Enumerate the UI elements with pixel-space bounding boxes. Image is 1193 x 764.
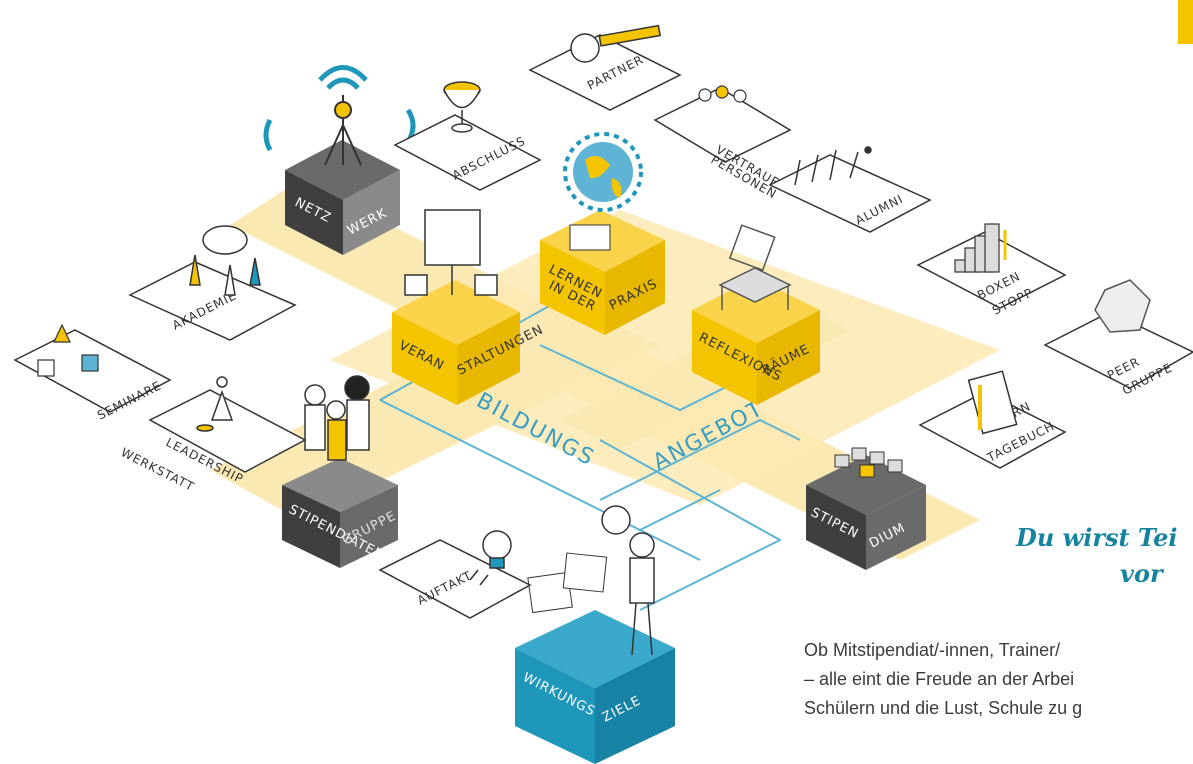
accent-tab [1178, 0, 1193, 44]
cube-ziele: WIRKUNGS ZIELE [515, 505, 675, 764]
stairs-icon [954, 223, 1007, 273]
body-line1: Ob Mitstipendiat/-innen, Trainer/ [804, 640, 1061, 660]
headline: Du wirst Tei vor [1016, 520, 1193, 592]
hexagon-icon [1094, 279, 1151, 333]
trophy-icon [443, 81, 481, 133]
body-line2: – alle eint die Freude an der Arbei [804, 669, 1075, 689]
hands-icon [794, 146, 872, 186]
building-icon [569, 224, 611, 251]
globe-icon [563, 132, 643, 212]
thought-cloud-icon [189, 225, 261, 296]
cube-veranstaltungen: VERAN STALTUNGEN [392, 209, 546, 405]
cube-stipendium: STIPEN DIUM [806, 447, 926, 570]
cube-netzwerk: NETZ WERK [263, 65, 416, 255]
headline-line1: Du wirst Tei [1016, 523, 1178, 552]
people-group-icon [304, 375, 370, 461]
card-abschluss: ABSCHLUSS [393, 81, 542, 191]
card-peergruppe: PEER GRUPPE [1043, 279, 1193, 398]
headline-line2: vor [1120, 559, 1163, 588]
card-partner: PARTNER [528, 24, 682, 111]
notebook-icon [967, 370, 1018, 435]
key-icon [570, 24, 661, 63]
cube-reflexion: REFLEXIONS RÄUME [692, 224, 820, 405]
table-chairs-icon [718, 224, 792, 310]
lightbulb-icon [469, 530, 512, 586]
network-cubes-icon [37, 323, 99, 377]
card-alumni: ALUMNI [768, 146, 932, 233]
card-boxenstopp: BOXEN STOPP [916, 223, 1067, 318]
person-thinking-icon [601, 505, 655, 656]
chess-piece-icon [196, 376, 234, 432]
figures-icon [698, 85, 747, 103]
card-seminare: SEMINARE [13, 323, 172, 423]
card-lerntagebuch: LERN TAGEBUCH [918, 370, 1067, 469]
photo-icon [527, 571, 573, 614]
cube-praxis: LERNEN IN DER PRAXIS [540, 132, 665, 335]
cube-gruppe: STIPENDIATEN GRUPPE [282, 375, 399, 568]
photo-icon [562, 552, 608, 593]
body-line3: Schülern und die Lust, Schule zu g [804, 698, 1083, 718]
card-akademie: AKADEMIE [128, 225, 297, 341]
card-auftakt: AUFTAKT [378, 530, 532, 619]
body-text: Ob Mitstipendiat/-innen, Trainer/ – alle… [804, 636, 1193, 723]
flipchart-icon [404, 209, 498, 296]
boxes-icon [834, 447, 903, 478]
